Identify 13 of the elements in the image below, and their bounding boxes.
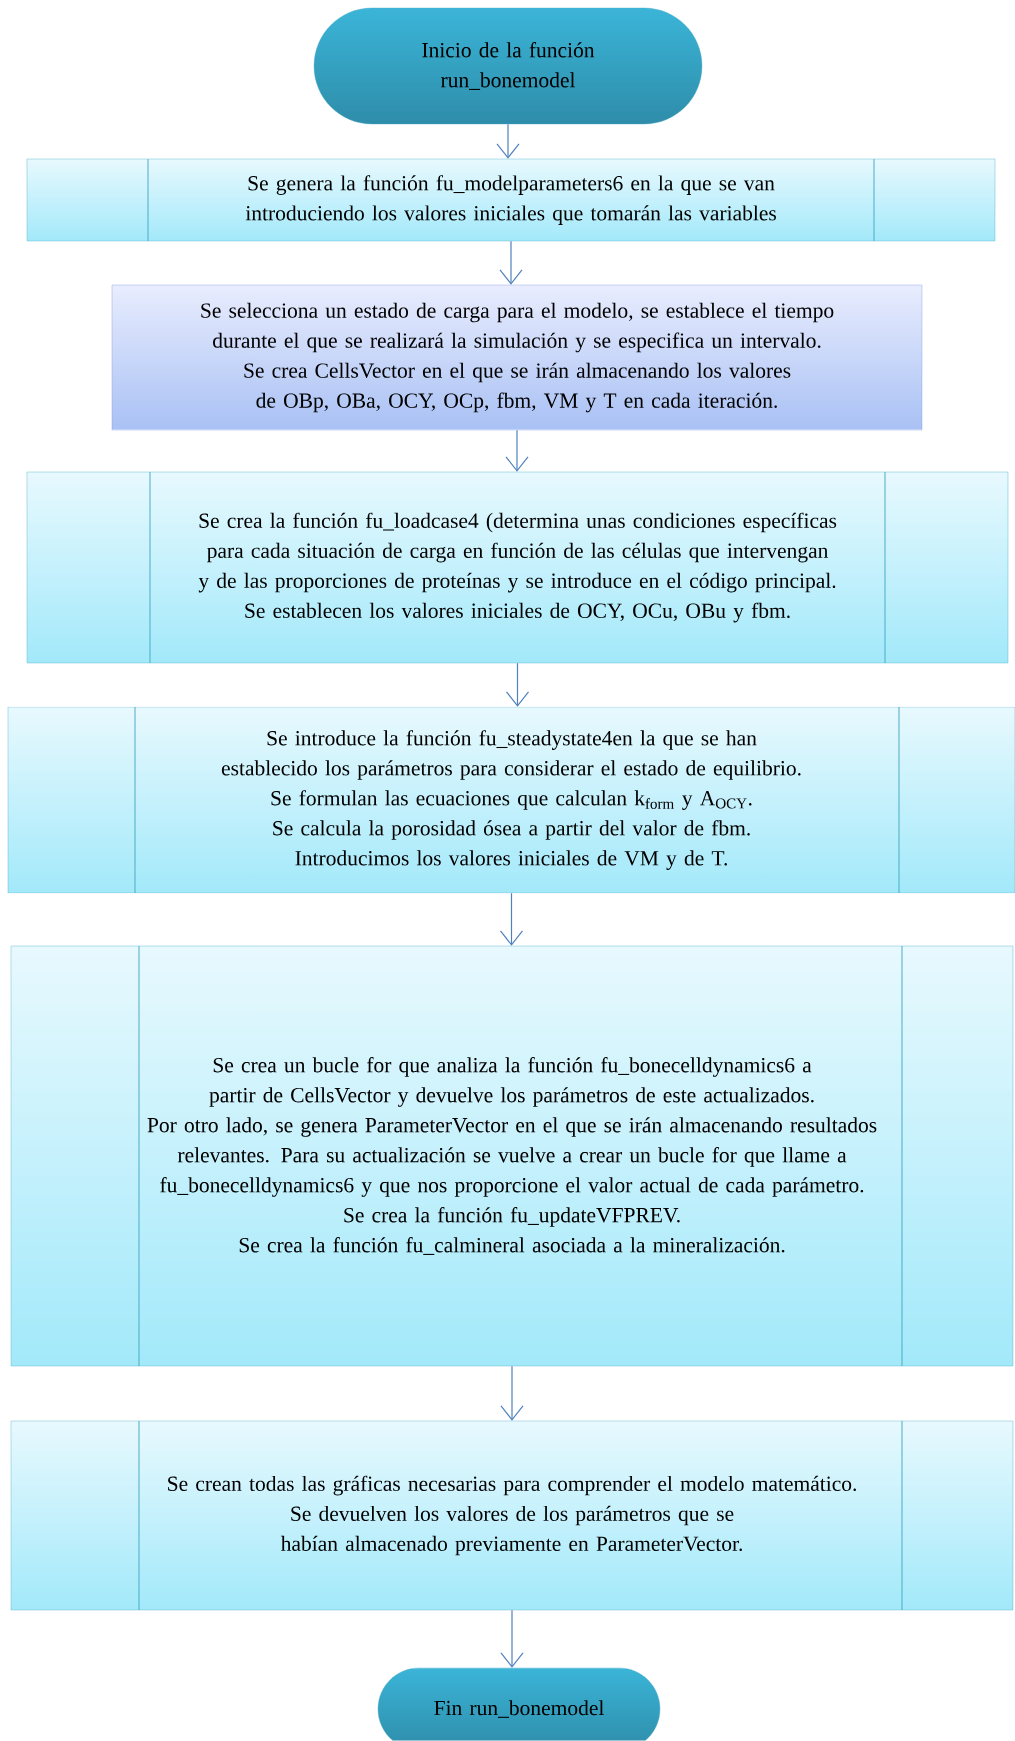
- process-box: Se crean todas las gráficas necesarias para comprender el modelo matemático. Se devuelven los valores de los parámetros que se habían almacenado previamente en ParameterVector.: [10, 1420, 1014, 1611]
- arrow: [499, 892, 524, 946]
- arrow: [499, 240, 523, 285]
- process-box: Se crea un bucle for que analiza la función fu_bonecelldynamics6 a partir de CellsVector y devuelve los parámetros de este actualizados. Por otro lado, se genera ParameterVector en el que se irán almacenando resultados relevantes. Para su actualización se vuelve a crear un bucle for que llame a fu_bonecelldynamics6 y que nos proporcione el valor actual de cada parámetro. Se crea la función fu_updateVFPREV. Se crea la función fu_calmineral asociada a la mineralización.: [10, 945, 1014, 1367]
- arrow: [496, 123, 520, 159]
- arrow: [500, 1365, 524, 1421]
- process-box: Se introduce la función fu_steadystate4en la que se han establecido los parámetros para considerar el estado de equilibrio. Se formulan las ecuaciones que calculan k$_{form}$ y A$_{OCY}$. Se calcula la porosidad ósea a partir del valor de fbm. Introducimos los valores iniciales de VM y de T.: [7, 706, 1015, 894]
- arrow: [505, 662, 530, 707]
- process-box: Se genera la función fu_modelparameters6 en la que se van introduciendo los valores iniciales que tomarán las variables: [26, 158, 996, 242]
- arrow: [505, 429, 529, 472]
- arrow: [500, 1609, 524, 1668]
- process-box: Se selecciona un estado de carga para el modelo, se establece el tiempo durante el que se realizará la simulación y se especifica un intervalo. Se crea CellsVector en el que se irán almacenando los valores de OBp, OBa, OCY, OCp, fbm, VM y T en cada iteración.: [111, 284, 923, 431]
- process-box: Se crea la función fu_loadcase4 (determina unas condiciones específicas para cada situación de carga en función de las células que intervengan y de las proporciones de proteínas y se introduce en el código principal. Se establecen los valores iniciales de OCY, OCu, OBu y fbm.: [26, 471, 1009, 664]
